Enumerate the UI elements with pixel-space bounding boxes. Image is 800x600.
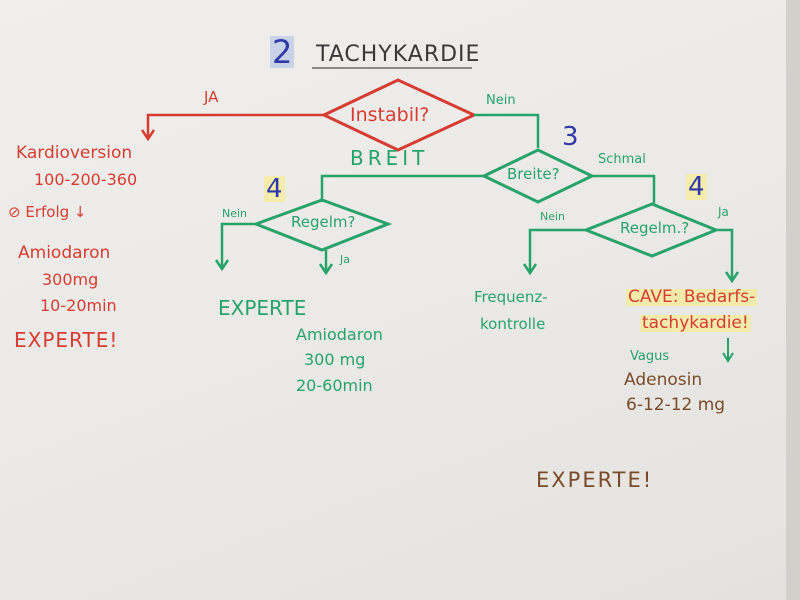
title-text: TACHYKARDIE [316,42,481,67]
left-branch-line5: 300mg [42,270,99,289]
edge-ja-instabil-line [146,113,324,138]
narrow-irregular-line1: Frequenz- [474,288,548,306]
left-branch-line4: Amiodaron [18,243,111,263]
edge-nein-instabil-line [474,113,540,148]
edge-label-nein-right: Nein [540,210,566,223]
edge-label-breit: BREIT [350,146,429,170]
edge-ja-instabil-arrowhead [140,129,156,142]
left-branch-line1: Kardioversion [16,143,133,163]
edge-schmal-line [592,174,656,204]
broad-regular-line1: Amiodaron [296,325,383,344]
broad-irregular-label: EXPERTE [218,296,307,320]
wall-background [786,0,800,600]
narrow-regular-line1: CAVE: Bedarfs- [626,287,758,307]
edge-label-ja-instabil: JA [204,88,219,106]
edge-breit-line [320,174,484,202]
title-number: 2 [270,33,295,71]
edge-nein-left-arrowhead [214,259,230,272]
edge-ja-right-line [716,228,734,280]
left-branch-line7: EXPERTE! [14,328,119,352]
edge-ja-left-arrowhead [318,263,334,276]
edge-nein-right-arrowhead [522,263,538,276]
step-number-regelm-left: 4 [264,174,285,204]
narrow-regular-line2: tachykardie! [640,313,751,333]
edge-label-ja-left: Ja [340,253,350,266]
left-branch-line3: ⊘ Erfolg ↓ [8,203,87,221]
edge-label-nein-left: Nein [222,207,248,220]
decision-instabil-label: Instabil? [350,104,430,126]
left-branch-line2: 100-200-360 [34,170,138,189]
decision-regelm-left-label: Regelm? [291,213,356,231]
narrow-irregular-line2: kontrolle [480,315,546,333]
edge-label-nein-instabil: Nein [486,93,516,108]
edge-ja-right-arrowhead [724,271,740,284]
edge-nein-right-line [528,228,586,272]
vagus-arrowhead [722,352,734,363]
narrow-regular-line4: 6-12-12 mg [626,395,726,415]
decision-regelm-left-shape [251,198,393,252]
edge-nein-left-line [220,222,256,268]
edge-label-schmal: Schmal [598,152,646,167]
footer-experte: EXPERTE! [536,468,654,492]
step-number-regelm-right: 4 [686,172,707,202]
broad-regular-line2: 300 mg [304,350,366,369]
decision-breite-label: Breite? [507,165,560,183]
left-branch-line6: 10-20min [40,296,117,315]
edge-label-ja-right: Ja [718,205,729,219]
step-number-breite: 3 [562,122,579,152]
narrow-regular-vagus: Vagus [630,349,670,364]
narrow-regular-line3: Adenosin [624,370,703,390]
decision-regelm-right-label: Regelm.? [620,219,690,237]
broad-regular-line3: 20-60min [296,376,373,395]
